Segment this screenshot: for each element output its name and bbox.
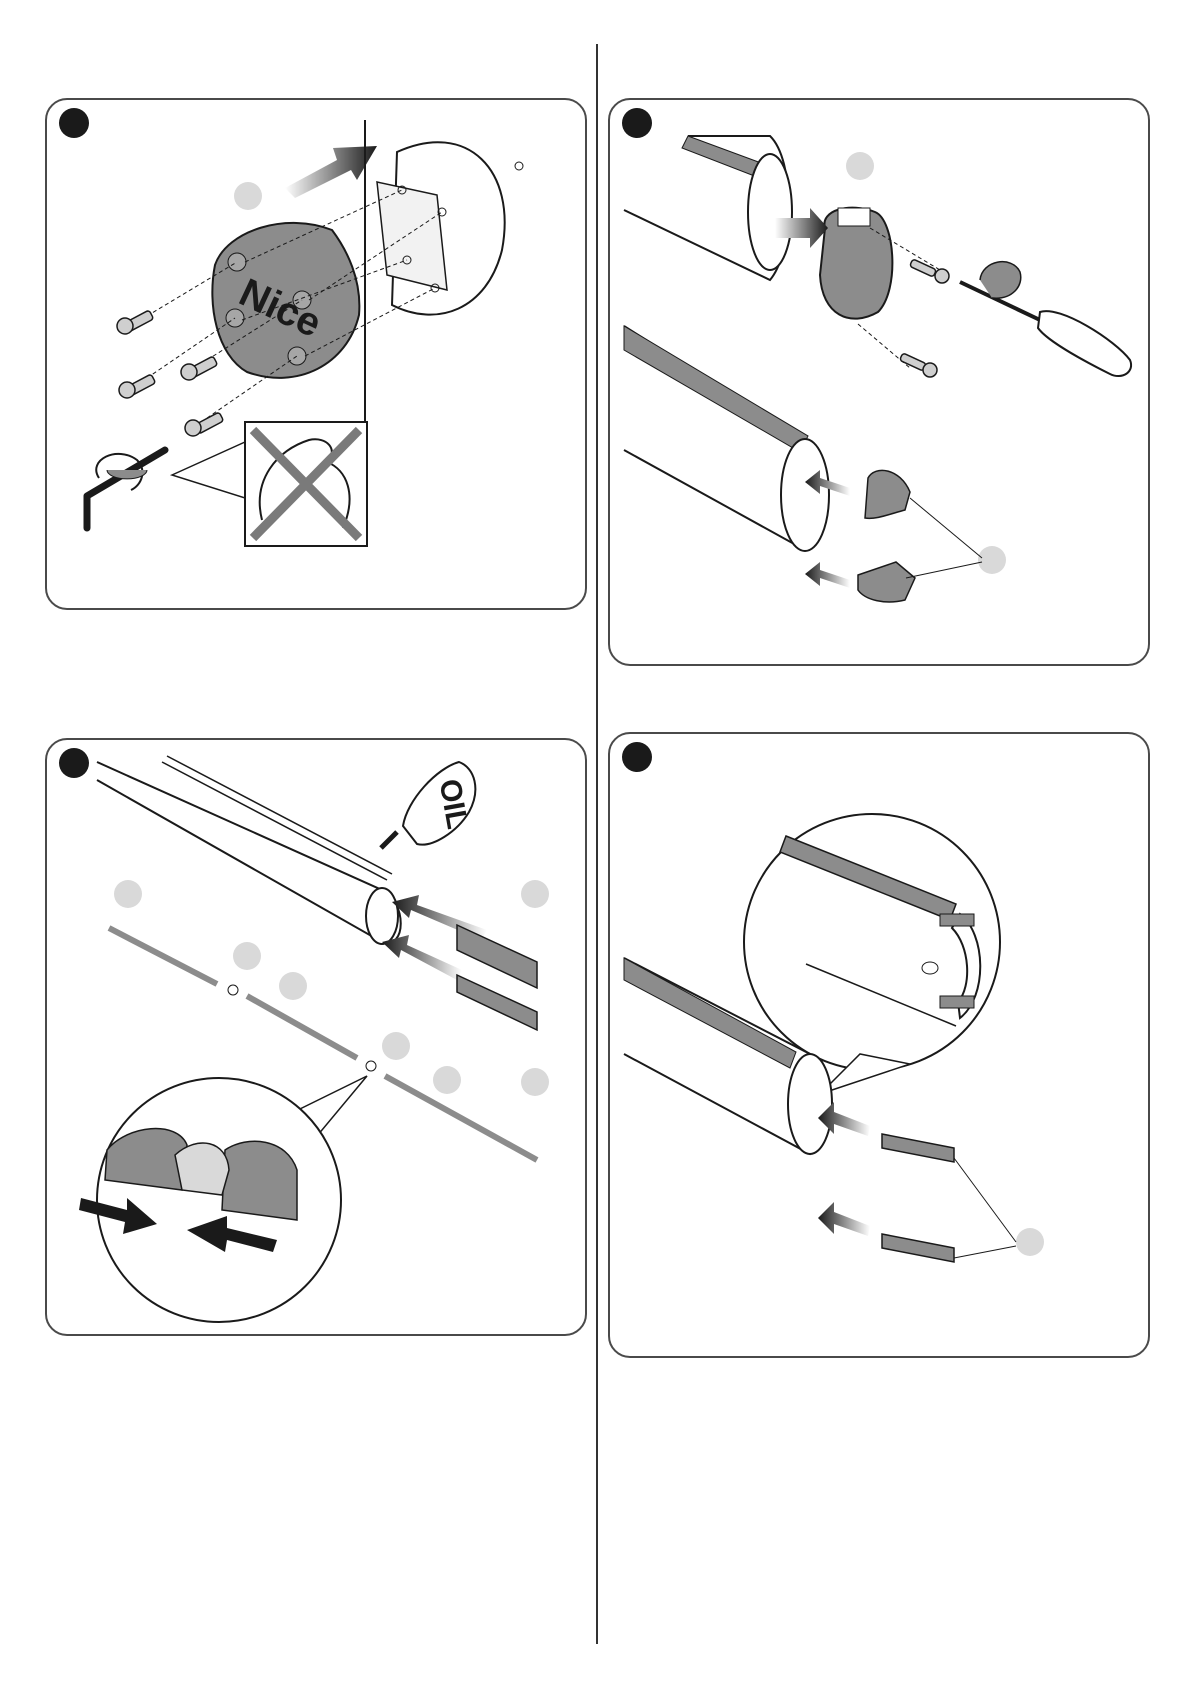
push-arrow: [285, 146, 377, 198]
push-arrow: [382, 935, 462, 980]
cover-assembly-drawing: Nice: [47, 100, 589, 612]
push-arrow: [805, 562, 850, 588]
bar-joint-drawing: OIL: [47, 740, 589, 1338]
end-plate-drawing: [610, 734, 1152, 1360]
end-cap-drawing: [610, 100, 1152, 668]
step-panel-1: Nice: [45, 98, 587, 610]
step-panel-4: [608, 732, 1150, 1358]
screwdriver-icon: [960, 282, 1131, 376]
push-arrow: [818, 1202, 870, 1236]
step-panel-3: OIL: [45, 738, 587, 1336]
step-panel-2: [608, 98, 1150, 666]
no-force-icon: [245, 422, 367, 546]
oil-bottle-icon: OIL: [381, 762, 475, 848]
column-divider: [596, 44, 598, 1644]
